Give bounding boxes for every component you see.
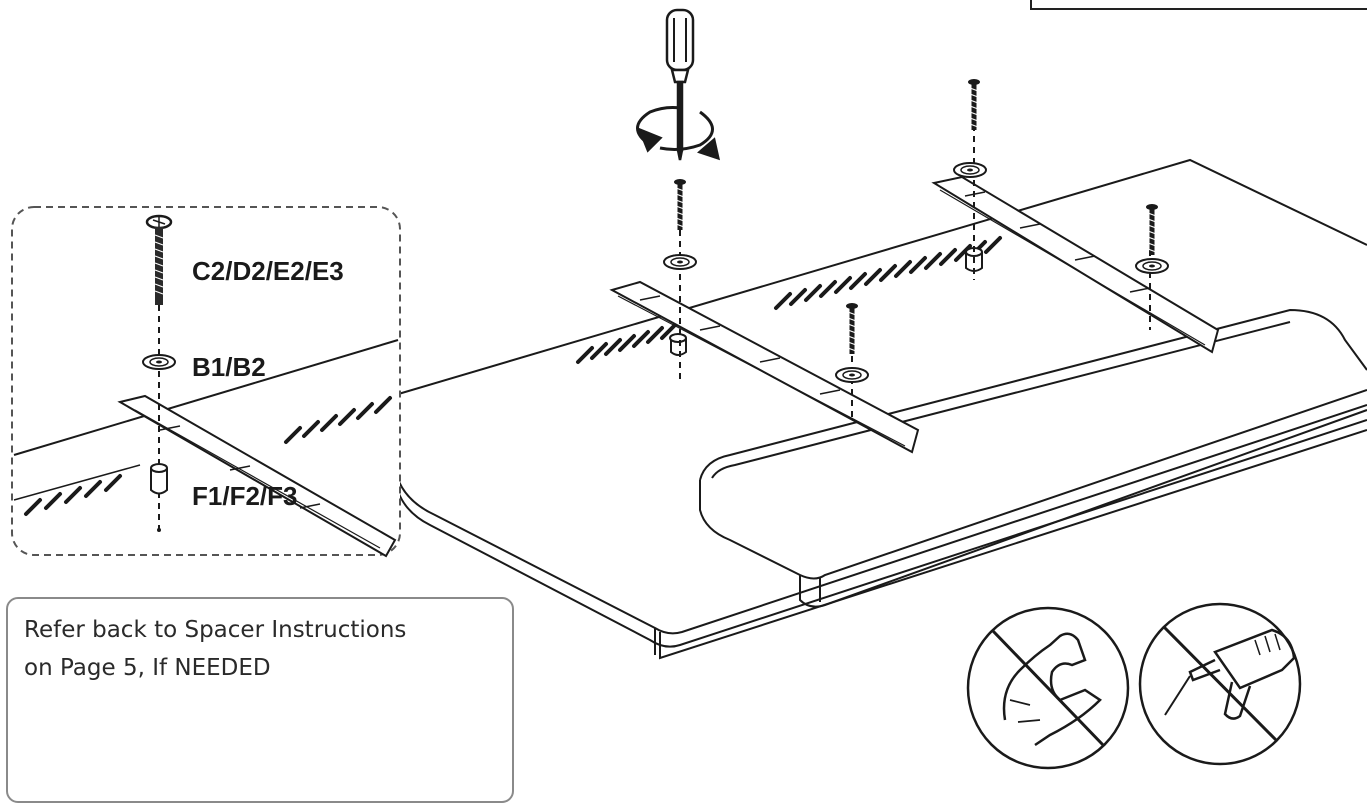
note-line-2: on Page 5, If NEEDED [24, 655, 271, 681]
rotate-arrow-icon [636, 106, 721, 161]
mount-bracket-left [609, 280, 920, 454]
screw-icon [673, 78, 1159, 355]
vent-slots-left [576, 322, 678, 364]
tv-back-panel [394, 158, 1367, 660]
detail-callout [11, 206, 401, 558]
header-box [1030, 0, 1367, 10]
screwdriver-icon [665, 8, 695, 161]
spacer-note-box: Refer back to Spacer Instructions on Pag… [6, 597, 514, 803]
no-excessive-force-icon [966, 606, 1130, 770]
no-power-drill-icon [1138, 602, 1302, 766]
screw-part-label: C2/D2/E2/E3 [192, 256, 344, 286]
spacer-part-label: F1/F2/F3 [192, 481, 298, 511]
washer-part-label: B1/B2 [192, 352, 266, 382]
note-line-1: Refer back to Spacer Instructions [24, 617, 407, 643]
